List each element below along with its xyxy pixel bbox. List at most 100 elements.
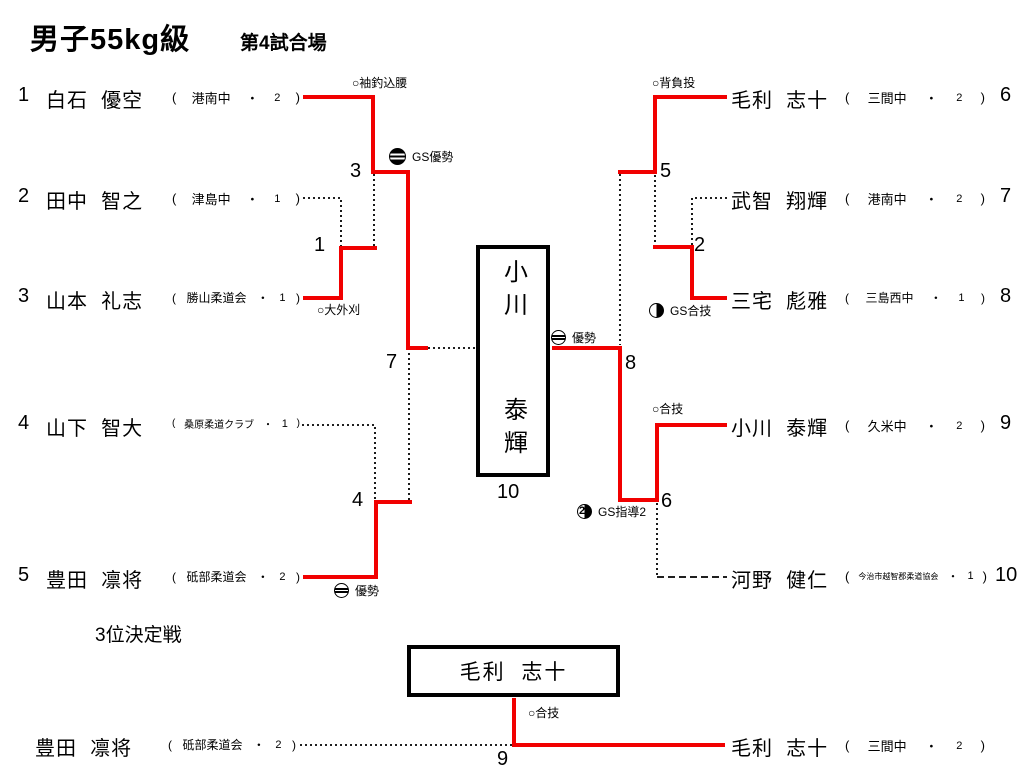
dot-separator: ・ — [256, 570, 269, 584]
paren-open: ( — [845, 191, 850, 206]
dot-separator: ・ — [924, 419, 938, 434]
technique-label: GS優勢 — [412, 150, 454, 164]
seed-number-8: 8 — [1000, 285, 1012, 307]
paren-close: ) — [980, 290, 985, 305]
technique-label: ○大外刈 — [317, 303, 361, 317]
match-number-6: 6 — [661, 490, 673, 512]
technique-label: GS指導2 — [598, 505, 647, 519]
third-place-left-club: (砥部柔道会・2) — [168, 736, 296, 753]
annotation-sodetsurikomigoshi: ○袖釣込腰 — [352, 74, 407, 91]
seed-number-7: 7 — [1000, 185, 1012, 207]
dot-separator: ・ — [924, 91, 938, 106]
match-area-label: 第4試合場 — [240, 33, 327, 54]
champion-name: 小川 泰輝 — [499, 259, 527, 463]
yusei-icon — [334, 583, 349, 598]
annotation-yusei-left: 優勢 — [334, 582, 379, 599]
third-place-right-name: 毛利 志十 — [731, 738, 829, 760]
club-name: 三間中 — [867, 739, 907, 754]
player-name-9: 小川 泰輝 — [731, 418, 829, 440]
technique-label: 優勢 — [355, 584, 380, 598]
winner-path-ogawa — [552, 346, 727, 502]
seed-number-3: 3 — [18, 285, 30, 307]
seed-number-10: 10 — [995, 564, 1018, 586]
grade: 2 — [956, 739, 963, 752]
dot-separator: ・ — [924, 192, 938, 207]
technique-label: ○背負投 — [652, 76, 696, 90]
club-name: 久米中 — [867, 419, 907, 434]
paren-close: ) — [295, 290, 300, 305]
player-name-2: 田中 智之 — [46, 191, 144, 213]
grade: 1 — [279, 291, 286, 304]
grade: 2 — [956, 91, 963, 104]
seed-number-1: 1 — [18, 84, 30, 106]
paren-close: ) — [295, 569, 300, 584]
paren-close: ) — [295, 191, 300, 206]
winner-path-third-place — [512, 698, 725, 747]
yusei-icon — [551, 330, 566, 345]
seed-number-6: 6 — [1000, 84, 1012, 106]
grade: 2 — [279, 570, 286, 583]
match-number-1: 1 — [314, 234, 326, 256]
winner-path-toyoda — [303, 500, 412, 579]
paren-close: ) — [296, 418, 300, 429]
paren-open: ( — [845, 568, 850, 584]
annotation-oosotogari: ○大外刈 — [317, 301, 360, 318]
champion-box: 小川 泰輝 — [476, 245, 550, 477]
player-name-7: 武智 翔輝 — [731, 191, 829, 213]
paren-open: ( — [845, 90, 850, 105]
page-title: 男子55kg級 — [30, 24, 191, 56]
paren-close: ) — [982, 568, 987, 584]
seed-number-5: 5 — [18, 564, 30, 586]
club-name: 今治市越智郡柔道協会 — [858, 571, 939, 581]
paren-open: ( — [172, 191, 177, 206]
paren-open: ( — [172, 290, 176, 305]
paren-close: ) — [980, 90, 985, 105]
match-number-5: 5 — [660, 160, 672, 182]
player-name-1: 白石 優空 — [46, 90, 144, 112]
technique-label: ○合技 — [528, 706, 560, 720]
match-number-3: 3 — [350, 160, 362, 182]
dot-separator: ・ — [929, 291, 942, 305]
paren-open: ( — [168, 737, 172, 752]
paren-close: ) — [291, 737, 296, 752]
dot-separator: ・ — [245, 192, 259, 207]
player-name-3: 山本 礼志 — [46, 291, 144, 313]
match-number-7: 7 — [386, 351, 398, 373]
seed-number-9: 9 — [1000, 412, 1012, 434]
grade: 2 — [956, 419, 963, 432]
player-name-6: 毛利 志十 — [731, 90, 829, 112]
paren-open: ( — [845, 738, 850, 753]
club-name: 桑原柔道クラブ — [184, 420, 255, 431]
dot-separator: ・ — [245, 91, 259, 106]
paren-open: ( — [845, 290, 849, 305]
player-name-8: 三宅 彪雅 — [731, 291, 829, 313]
club-name: 津島中 — [191, 192, 231, 207]
dot-separator: ・ — [262, 420, 273, 431]
paren-open: ( — [172, 418, 176, 429]
third-place-right-club: ( 三間中 ・ 2) — [845, 736, 985, 755]
club-name: 三間中 — [867, 91, 907, 106]
technique-label: 優勢 — [572, 331, 597, 345]
seed-number-4: 4 — [18, 412, 30, 434]
winner-path-yamamoto — [303, 246, 377, 300]
shido-count: 2 — [579, 504, 586, 517]
match-number-2: 2 — [694, 234, 706, 256]
paren-open: ( — [845, 418, 850, 433]
paren-close: ) — [295, 90, 300, 105]
player-club-8: (三島西中・1) — [845, 289, 985, 306]
dot-separator: ・ — [256, 291, 269, 305]
paren-close: ) — [980, 738, 985, 753]
paren-open: ( — [172, 90, 177, 105]
technique-label: GS合技 — [670, 304, 712, 318]
dot-separator: ・ — [924, 739, 938, 754]
match-number-10: 10 — [497, 481, 520, 503]
annotation-gs-gougi: GS合技 — [649, 302, 711, 319]
paren-close: ) — [980, 191, 985, 206]
player-club-4: (桑原柔道クラブ・1) — [172, 416, 300, 432]
gs-shido2-icon: 2 — [577, 504, 592, 519]
paren-close: ) — [980, 418, 985, 433]
annotation-seoinage: ○背負投 — [652, 74, 695, 91]
player-name-4: 山下 智大 — [46, 418, 144, 440]
